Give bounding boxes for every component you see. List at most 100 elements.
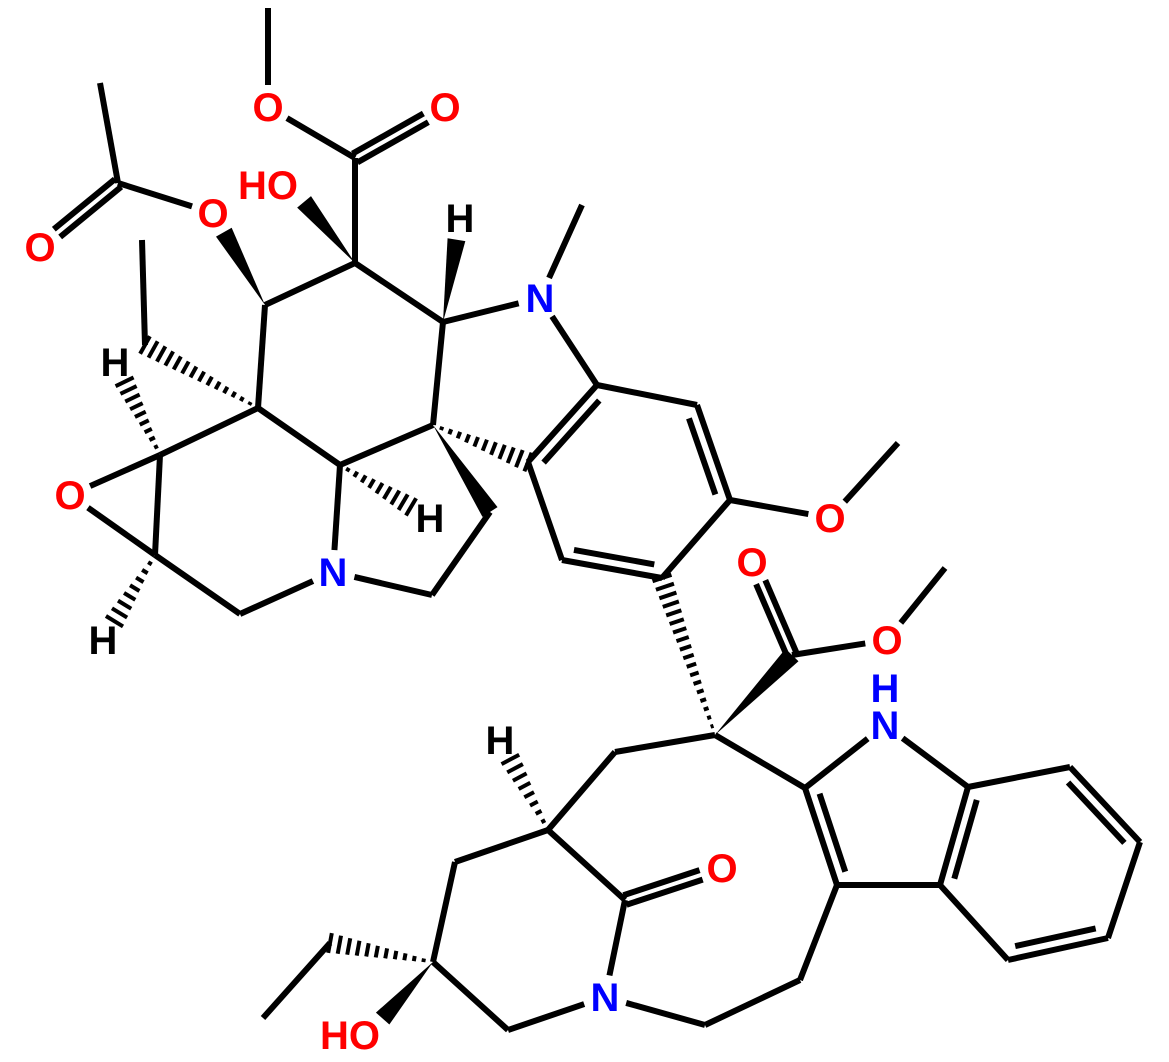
single-bond [255, 304, 268, 409]
aromatic-inner-bond [541, 398, 602, 465]
aromatic-inner-bond [686, 417, 719, 496]
hash-bond-stroke [367, 478, 376, 489]
aromatic-inner-bond [573, 547, 655, 568]
hash-bond-stroke [364, 942, 371, 957]
hash-bond-stroke [110, 606, 129, 620]
hash-bond-stroke [679, 643, 692, 652]
hash-bond-stroke [534, 809, 543, 816]
single-bond [353, 260, 445, 325]
hash-bond-stroke [672, 626, 687, 635]
aromatic-bond [1067, 764, 1143, 845]
single-bond [545, 750, 618, 832]
hash-bond-stroke [247, 401, 253, 406]
single-bond [152, 454, 163, 556]
hash-bond-stroke [383, 947, 390, 959]
single-bond [454, 827, 549, 865]
hash-bond-stroke [147, 560, 153, 567]
hash-bond-stroke [238, 396, 245, 402]
hash-bond-stroke [205, 375, 214, 387]
hash-bond-stroke [116, 598, 133, 611]
single-bond [625, 1000, 706, 1028]
atom-label-o-acetyl-carbonyl: O [24, 226, 55, 270]
hash-bond-stroke [114, 375, 135, 388]
single-bond [596, 382, 698, 408]
hash-bond-stroke [658, 590, 678, 601]
double-bond [753, 583, 791, 659]
hash-bond-stroke [523, 790, 535, 800]
hash-bond-stroke [146, 340, 160, 359]
hash-bond-stroke [447, 428, 454, 435]
hash-bond-stroke [411, 955, 417, 962]
hash-bond-stroke [104, 614, 125, 629]
atom-label-h-mid: H [416, 497, 445, 541]
single-bond [606, 899, 628, 977]
single-bond [703, 977, 802, 1028]
single-bond [842, 440, 901, 504]
hash-bond-stroke [345, 466, 351, 473]
atom-label-o-acetoxy: O [197, 192, 228, 236]
atom-label-o-ester-mid: O [871, 619, 902, 663]
single-bond [238, 578, 315, 617]
single-bond [614, 732, 716, 755]
double-bond [355, 119, 430, 165]
atom-label-h-lower-left: H [89, 619, 118, 663]
bonds [51, 8, 1143, 1033]
hash-bond-stroke [505, 446, 516, 464]
aromatic-inner-bond [1065, 780, 1127, 845]
single-bond [1105, 841, 1143, 939]
wedge-bond [443, 238, 466, 322]
atom-label-h-top: H [446, 197, 475, 241]
single-bond [86, 505, 157, 558]
single-bond [545, 827, 628, 903]
single-bond [338, 422, 435, 468]
single-bond [507, 1001, 586, 1033]
hash-bond-stroke [668, 617, 685, 626]
double-bond [51, 176, 117, 232]
atom-label-o-carbonyl-top: O [429, 86, 460, 130]
hash-bond-stroke [506, 762, 524, 775]
single-bond [442, 300, 520, 325]
hash-bond-stroke [389, 489, 402, 506]
hash-bond-stroke [382, 485, 393, 500]
hash-bond-stroke [689, 670, 700, 678]
hash-bond-stroke [335, 935, 343, 955]
single-bond [525, 461, 565, 561]
single-bond [803, 736, 870, 791]
aromatic-bond [1007, 935, 1109, 963]
aromatic-bond [694, 404, 733, 501]
aromatic-bond [802, 787, 840, 886]
hash-bond-stroke [119, 384, 138, 396]
hash-bond-stroke [129, 583, 141, 593]
hash-bond-stroke [662, 599, 680, 609]
single-bond [88, 452, 162, 489]
single-bond [331, 464, 343, 551]
single-bond [285, 115, 357, 161]
hash-bond-stroke [514, 449, 525, 468]
single-bond [260, 941, 333, 1020]
single-bond [549, 314, 600, 387]
double-bond [622, 867, 701, 899]
hash-bond-stroke [455, 431, 463, 440]
wedge-bond [215, 227, 265, 305]
hash-bond-stroke [171, 355, 183, 371]
single-bond [729, 497, 809, 518]
single-bond [791, 640, 866, 658]
single-bond [430, 321, 446, 426]
hash-bond-stroke [141, 568, 149, 575]
single-bond [937, 882, 1011, 963]
hash-bond-stroke [511, 771, 528, 783]
hash-bond-stroke [500, 752, 521, 766]
single-bond [659, 498, 733, 580]
hash-bond-stroke [709, 723, 715, 729]
hash-bond-stroke [155, 345, 168, 363]
hash-bond-stroke [696, 688, 705, 695]
aromatic-inner-bond [816, 792, 849, 873]
hash-bond-stroke [472, 436, 480, 448]
hash-bond-stroke [421, 958, 426, 963]
hash-bond-stroke [703, 706, 710, 712]
hash-bond-stroke [699, 697, 707, 703]
hash-bond-stroke [396, 493, 410, 511]
hash-bond-stroke [180, 360, 191, 375]
hash-bond-stroke [706, 715, 712, 721]
